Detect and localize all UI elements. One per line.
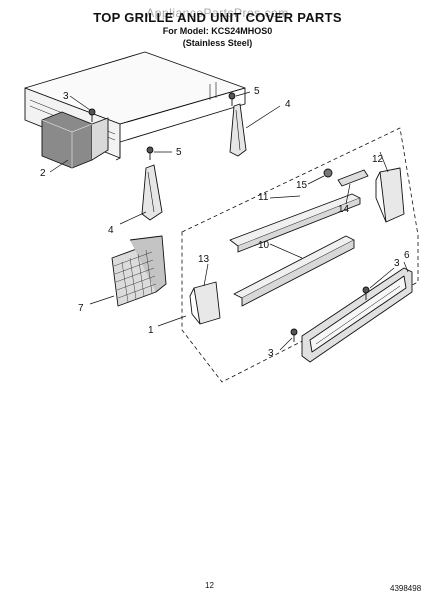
page-number: 12: [205, 581, 214, 590]
callout-14: 14: [338, 204, 350, 215]
callout-4-top: 4: [285, 99, 291, 110]
callout-5-mid: 5: [176, 147, 182, 158]
callout-2: 2: [40, 168, 46, 179]
callout-10: 10: [258, 240, 270, 251]
assembly-outline: [181, 127, 419, 383]
document-number: 4398498: [390, 584, 422, 593]
screw-3-right: [362, 286, 370, 300]
part-7-filter: [111, 235, 167, 307]
callout-7: 7: [78, 303, 84, 314]
model-line: For Model: KCS24MHOS0: [162, 26, 273, 36]
screw-5-mid: [146, 146, 154, 160]
callout-5-top: 5: [254, 86, 260, 97]
callout-4-lower: 4: [108, 225, 114, 236]
page-title: TOP GRILLE AND UNIT COVER PARTS: [93, 10, 342, 25]
screw-5-top: [228, 92, 236, 106]
callout-3-left: 3: [268, 348, 274, 359]
callout-13: 13: [198, 254, 210, 265]
part-13-end-cap: [189, 281, 221, 325]
part-11-rail: [229, 193, 361, 253]
callout-6: 6: [404, 250, 410, 261]
part-4-bracket-upper: [229, 103, 247, 157]
part-6-grille: [301, 267, 413, 363]
part-12-end-cap: [375, 167, 405, 223]
callout-3-right: 3: [394, 258, 400, 269]
part-10-rail: [233, 235, 355, 307]
part-2-control-box: [41, 111, 109, 169]
callout-15: 15: [296, 180, 308, 191]
callout-12: 12: [372, 154, 384, 165]
variant-line: (Stainless Steel): [182, 38, 253, 48]
callout-11: 11: [258, 192, 269, 203]
callout-3-top: 3: [63, 91, 69, 102]
part-4-bracket-lower: [141, 164, 163, 221]
leader-lines: [49, 91, 409, 351]
part-15-washer: [323, 168, 333, 178]
callout-1: 1: [148, 325, 154, 336]
watermark-text: AppliancePartsPros.com: [146, 6, 289, 20]
screw-3-top: [88, 108, 96, 122]
screw-3-left: [290, 328, 298, 342]
part-14-clip: [337, 169, 369, 187]
